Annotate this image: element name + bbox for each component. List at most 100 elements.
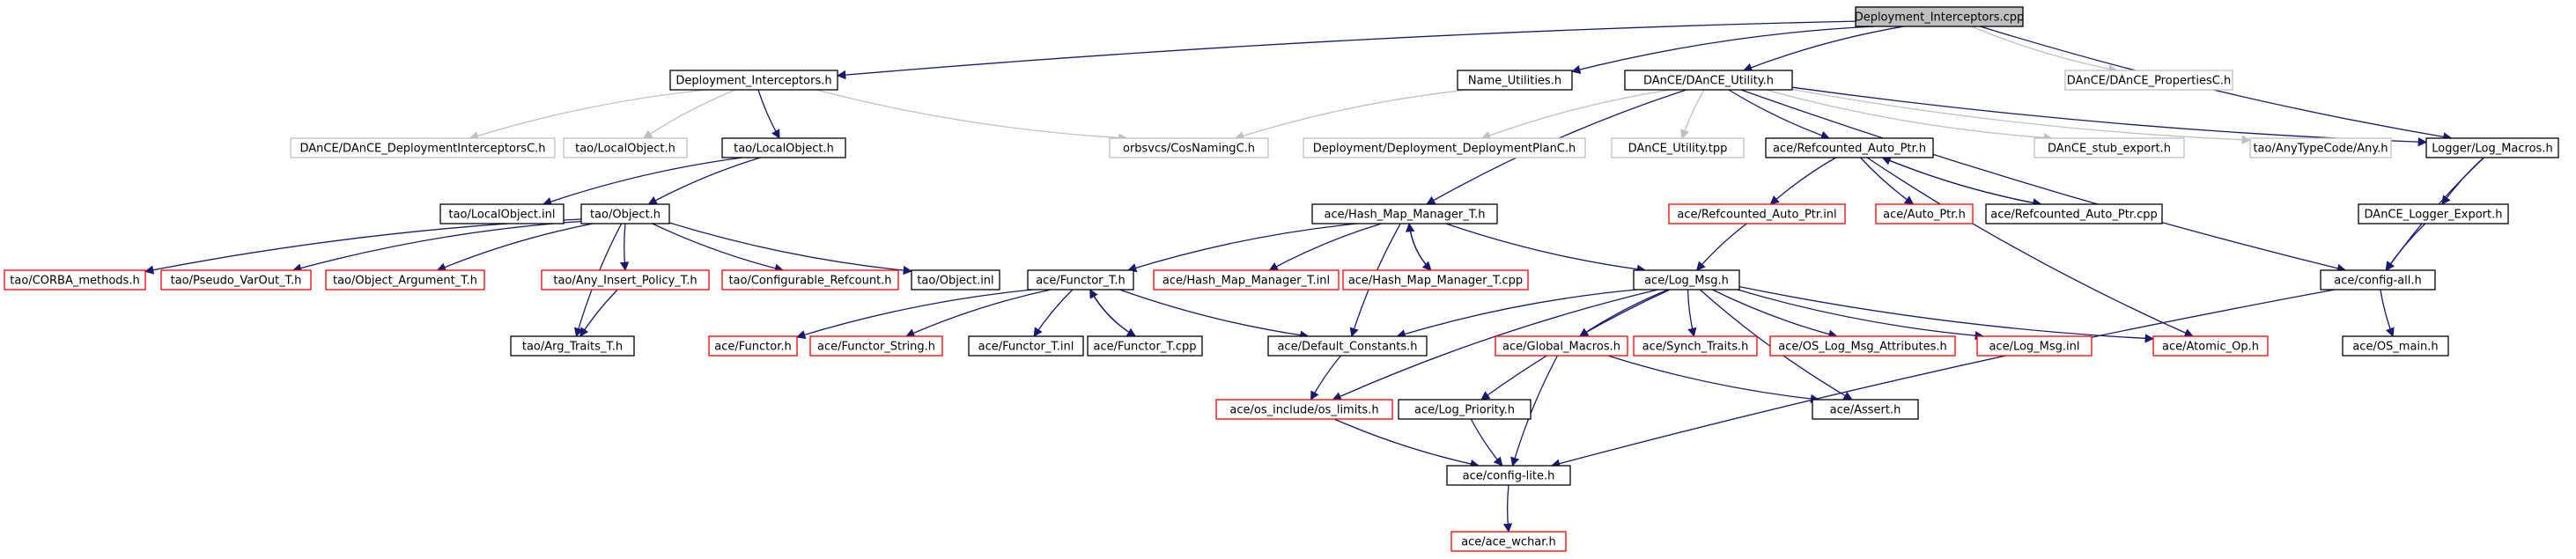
edge-functor_h-to-functor_string	[905, 289, 1052, 338]
edge-line	[1333, 418, 1480, 469]
edge-logmsg-to-default_const	[1396, 289, 1637, 339]
node-box	[809, 335, 943, 357]
node-ace-log-msg-h[interactable]: ace/Log_Msg.h	[1633, 269, 1740, 291]
node-label: Deployment_Interceptors.h	[675, 75, 831, 88]
node-label: tao/LocalObject.inl	[448, 209, 555, 222]
node-tao-object-h[interactable]: tao/Object.h	[580, 203, 670, 224]
node-deployment-interceptors-cpp[interactable]: Deployment_Interceptors.cpp	[1855, 6, 2025, 27]
edge-root-to-dance_util	[1743, 26, 1905, 72]
node-label: tao/Configurable_Refcount.h	[728, 275, 891, 288]
node-ace-refcounted-auto-ptr-inl[interactable]: ace/Refcounted_Auto_Ptr.inl	[1668, 203, 1846, 224]
edge-functor_h-to-default_const	[1119, 289, 1310, 340]
edge-line	[1119, 289, 1310, 340]
node-ace-functor-t-inl[interactable]: ace/Functor_T.inl	[968, 335, 1084, 357]
edge-global_macros-to-assert	[1607, 355, 1820, 404]
node-ace-assert-h[interactable]: ace/Assert.h	[1812, 399, 1919, 420]
node-ace-hash-map-manager-t-cpp[interactable]: ace/Hash_Map_Manager_T.cpp	[1342, 269, 1529, 291]
node-ace-hash-map-manager-t-inl[interactable]: ace/Hash_Map_Manager_T.inl	[1153, 269, 1340, 291]
node-ace-atomic-op-h[interactable]: ace/Atomic_Op.h	[2152, 335, 2269, 357]
edge-functor_h-to-functor	[796, 289, 1033, 340]
node-label: ace/Hash_Map_Manager_T.inl	[1163, 275, 1330, 288]
edge-line	[652, 223, 785, 273]
node-dance-dance-utility-h[interactable]: DAnCE/DAnCE_Utility.h	[1624, 70, 1793, 91]
node-dance-stub-export-h[interactable]: DAnCE_stub_export.h	[2033, 137, 2185, 158]
edge-line	[1687, 289, 1697, 338]
node-tao-pseudo-varout-t-h[interactable]: tao/Pseudo_VarOut_T.h	[160, 269, 312, 291]
node-tao-corba-methods-h[interactable]: tao/CORBA_methods.h	[4, 269, 146, 291]
node-name-utilities-h[interactable]: Name_Utilities.h	[1457, 70, 1573, 91]
node-ace-auto-ptr-h[interactable]: ace/Auto_Ptr.h	[1875, 203, 1974, 224]
edge-dance_util-to-configall	[1740, 89, 2347, 273]
node-label: ace/OS_main.h	[2352, 341, 2438, 354]
node-label: ace/Functor_T.cpp	[1094, 341, 1197, 354]
node-tao-object-argument-t-h[interactable]: tao/Object_Argument_T.h	[325, 269, 485, 291]
node-ace-config-all-h[interactable]: ace/config-all.h	[2320, 269, 2436, 291]
edge-line	[469, 89, 707, 141]
node-label: DAnCE/DAnCE_Utility.h	[1643, 75, 1774, 88]
node-label: Name_Utilities.h	[1468, 75, 1561, 88]
node-logger-log-macros-h[interactable]: Logger/Log_Macros.h	[2425, 137, 2559, 158]
node-ace-synch-traits-h[interactable]: ace/Synch_Traits.h	[1633, 335, 1758, 357]
node-ace-config-lite-h[interactable]: ace/config-lite.h	[1446, 465, 1571, 486]
node-ace-refcounted-auto-ptr-cpp[interactable]: ace/Refcounted_Auto_Ptr.cpp	[1985, 203, 2163, 224]
node-box	[721, 137, 846, 158]
node-dance-utility-tpp[interactable]: DAnCE_Utility.tpp	[1611, 137, 1745, 158]
edge-configall-to-os_main	[2380, 289, 2395, 337]
node-ace-log-priority-h[interactable]: ace/Log_Priority.h	[1398, 399, 1532, 420]
node-box	[580, 203, 670, 224]
node-box	[1267, 335, 1428, 357]
edge-line	[757, 89, 780, 139]
node-ace-functor-h[interactable]: ace/Functor.h	[708, 335, 798, 357]
node-orbsvcs-cosnamingc-h[interactable]: orbsvcs/CosNamingC.h	[1109, 137, 1269, 158]
edge-tao_lo_h-to-object_h	[647, 157, 761, 205]
node-tao-object-inl[interactable]: tao/Object.inl	[911, 269, 1000, 291]
edge-line	[2380, 289, 2395, 337]
edge-line	[579, 289, 618, 337]
node-ace-functor-t-h[interactable]: ace/Functor_T.h	[1027, 269, 1134, 291]
node-deployment-deployment-deploymentplanc-h[interactable]: Deployment/Deployment_DeploymentPlanC.h	[1303, 137, 1586, 158]
node-box	[2320, 269, 2436, 291]
node-label: tao/CORBA_methods.h	[10, 275, 139, 288]
edge-dance_util-to-refauto_h	[1728, 89, 1831, 140]
node-ace-os-main-h[interactable]: ace/OS_main.h	[2342, 335, 2449, 357]
node-tao-arg-traits-t-h[interactable]: tao/Arg_Traits_T.h	[510, 335, 635, 357]
node-deployment-interceptors-h[interactable]: Deployment_Interceptors.h	[669, 70, 838, 91]
node-label: tao/Object.h	[590, 209, 661, 222]
edge-line	[836, 20, 1856, 80]
edge-line	[1033, 289, 1074, 337]
node-dance-dance-propertiesc-h[interactable]: DAnCE/DAnCE_PropertiesC.h	[2064, 70, 2233, 91]
node-label: orbsvcs/CosNamingC.h	[1123, 143, 1255, 156]
node-ace-ace-wchar-h[interactable]: ace/ace_wchar.h	[1450, 531, 1567, 552]
edge-line	[1791, 86, 2428, 147]
node-box	[1812, 399, 1919, 420]
node-box	[1633, 269, 1740, 291]
node-box	[1624, 70, 1793, 91]
edge-line	[1712, 289, 1838, 339]
node-ace-refcounted-auto-ptr-h[interactable]: ace/Refcounted_Auto_Ptr.h	[1765, 137, 1934, 158]
node-box	[1446, 465, 1571, 486]
edge-di_h-to-tao_lo_h_light	[643, 89, 736, 139]
node-ace-functor-t-cpp[interactable]: ace/Functor_T.cpp	[1087, 335, 1203, 357]
node-tao-configurable-refcount-h[interactable]: tao/Configurable_Refcount.h	[721, 269, 899, 291]
node-box	[1153, 269, 1340, 291]
node-tao-localobject-h[interactable]: tao/LocalObject.h	[721, 137, 846, 158]
node-tao-localobject-h[interactable]: tao/LocalObject.h	[563, 137, 688, 158]
node-tao-anytypecode-any-h[interactable]: tao/AnyTypeCode/Any.h	[2249, 137, 2392, 158]
node-ace-functor-string-h[interactable]: ace/Functor_String.h	[809, 335, 943, 357]
node-ace-os-log-msg-attributes-h[interactable]: ace/OS_Log_Msg_Attributes.h	[1769, 335, 1956, 357]
edge-os_limits-to-config_lite	[1333, 418, 1480, 469]
edge-dance_util-to-anytype	[1791, 88, 2252, 144]
node-dance-logger-export-h[interactable]: DAnCE_Logger_Export.h	[2358, 203, 2509, 224]
node-tao-localobject-inl[interactable]: tao/LocalObject.inl	[439, 203, 565, 224]
node-dance-dance-deploymentinterceptorsc-h[interactable]: DAnCE/DAnCE_DeploymentInterceptorsC.h	[290, 137, 556, 158]
edge-line	[796, 289, 1033, 340]
node-tao-any-insert-policy-t-h[interactable]: tao/Any_Insert_Policy_T.h	[541, 269, 710, 291]
node-ace-default-constants-h[interactable]: ace/Default_Constants.h	[1267, 335, 1428, 357]
node-ace-os-include-os-limits-h[interactable]: ace/os_include/os_limits.h	[1215, 399, 1393, 420]
node-ace-hash-map-manager-t-h[interactable]: ace/Hash_Map_Manager_T.h	[1311, 203, 1498, 224]
node-ace-log-msg-inl[interactable]: ace/Log_Msg.inl	[1976, 335, 2093, 357]
edge-logger_export-to-configall	[2385, 223, 2426, 271]
edge-line	[1791, 88, 2252, 144]
node-box	[1769, 335, 1956, 357]
node-ace-global-macros-h[interactable]: ace/Global_Macros.h	[1495, 335, 1628, 357]
